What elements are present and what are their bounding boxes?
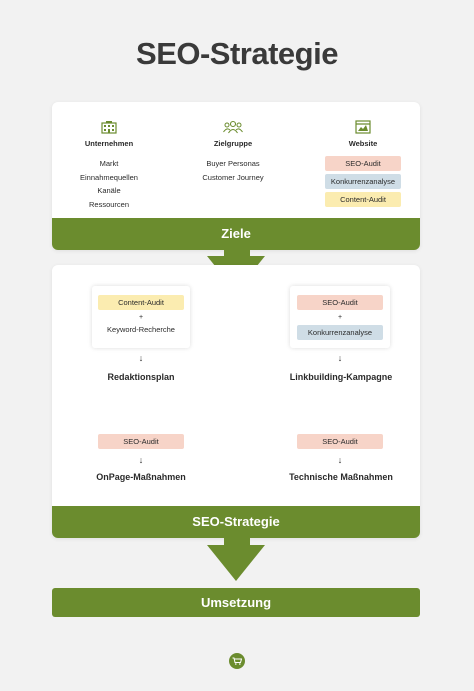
input-box-left: Content-Audit + Keyword-Recherche <box>92 286 190 348</box>
list-item: Customer Journey <box>202 172 264 182</box>
cart-logo-icon <box>229 653 245 669</box>
down-arrow-icon: ↓ <box>138 353 144 363</box>
column-heading: Unternehmen <box>84 139 134 148</box>
column-unternehmen: Unternehmen Markt Einnahmequellen Kanäle… <box>54 120 164 209</box>
result-redaktionsplan: Redaktionsplan <box>107 372 175 382</box>
arrow-stem <box>224 250 250 258</box>
strategy-card: Content-Audit + Keyword-Recherche SEO-Au… <box>52 265 420 538</box>
result-linkbuilding: Linkbuilding-Kampagne <box>289 372 393 382</box>
top-card: Unternehmen Markt Einnahmequellen Kanäle… <box>52 102 420 250</box>
list-item: Ressourcen <box>88 199 130 209</box>
goals-bar: Ziele <box>52 218 420 250</box>
column-website: Website SEO-Audit Konkurrenzanalyse Cont… <box>308 120 418 207</box>
plus-sign: + <box>138 314 144 321</box>
result-onpage: OnPage-Maßnahmen <box>96 472 186 482</box>
arrow-stem <box>224 538 250 547</box>
people-icon <box>178 120 288 136</box>
tag-seo-audit: SEO-Audit <box>297 295 383 310</box>
keyword-research-label: Keyword-Recherche <box>107 325 175 334</box>
result-technical: Technische Maßnahmen <box>289 472 393 482</box>
tag-konkurrenzanalyse: Konkurrenzanalyse <box>297 325 383 340</box>
tag-seo-audit: SEO-Audit <box>297 434 383 449</box>
plus-sign: + <box>337 314 343 321</box>
website-icon <box>308 120 418 136</box>
list-item: Buyer Personas <box>206 159 260 168</box>
tag-seo-audit: SEO-Audit <box>325 156 401 171</box>
down-arrow-icon: ↓ <box>138 455 144 465</box>
down-arrow-shape <box>207 545 265 581</box>
implementation-bar: Umsetzung <box>52 588 420 617</box>
building-icon <box>54 120 164 136</box>
input-box-right: SEO-Audit + Konkurrenzanalyse <box>290 286 390 348</box>
column-zielgruppe: Zielgruppe Buyer Personas Customer Journ… <box>178 120 288 182</box>
column-heading: Zielgruppe <box>213 139 253 148</box>
list-item: Einnahmequellen <box>80 172 138 182</box>
down-arrow-icon: ↓ <box>337 455 343 465</box>
tag-content-audit: Content-Audit <box>325 192 401 207</box>
list-item: Kanäle <box>97 186 121 195</box>
strategy-bar: SEO-Strategie <box>52 506 420 538</box>
page-title: SEO-Strategie <box>136 36 338 71</box>
tag-konkurrenzanalyse: Konkurrenzanalyse <box>325 174 401 189</box>
down-arrow-icon: ↓ <box>337 353 343 363</box>
tag-content-audit: Content-Audit <box>98 295 184 310</box>
list-item: Markt <box>99 159 119 168</box>
column-heading: Website <box>348 139 378 148</box>
tag-seo-audit: SEO-Audit <box>98 434 184 449</box>
